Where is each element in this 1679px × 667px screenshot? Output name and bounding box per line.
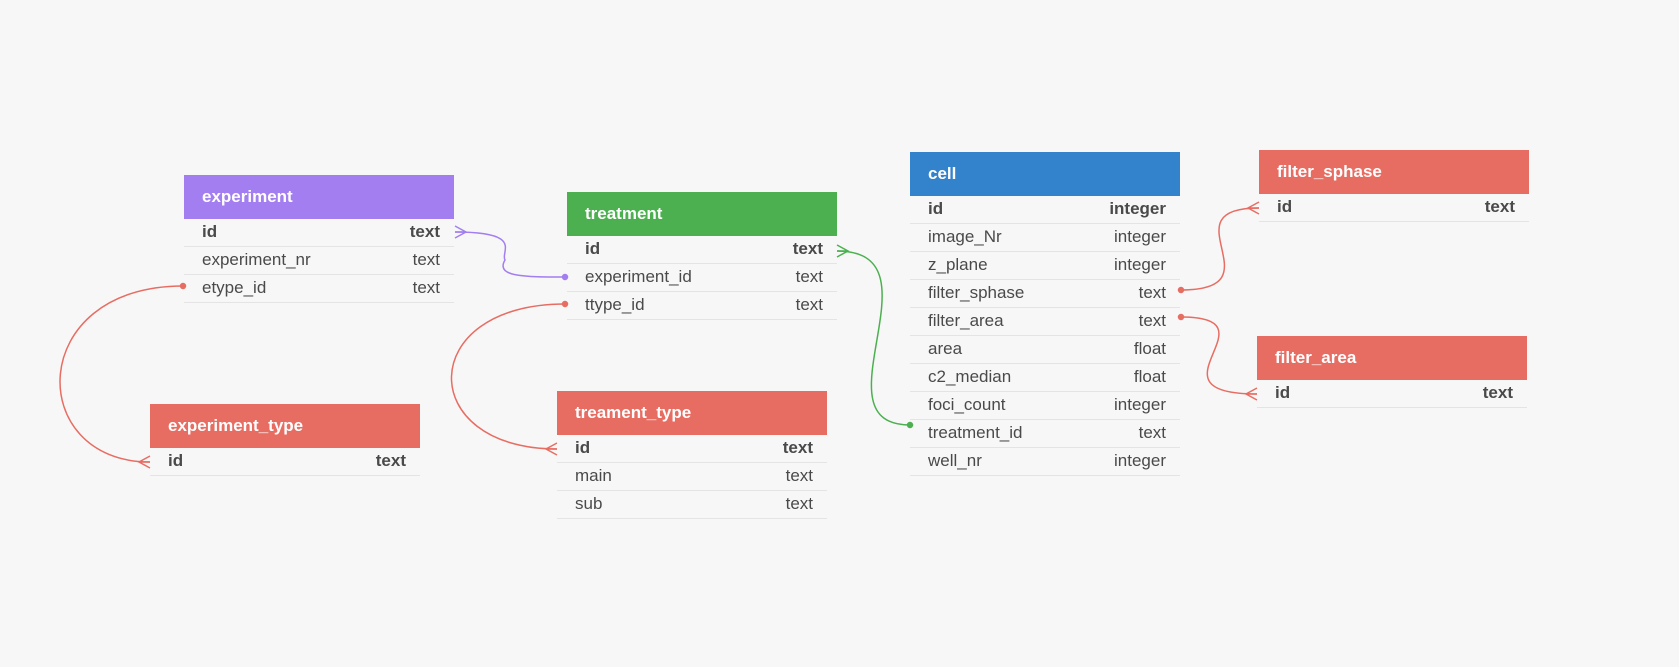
primary-key-row[interactable]: id text [567,236,837,264]
column-name: c2_median [928,367,1012,386]
column-type: integer [1114,451,1166,470]
column-type: integer [1114,395,1166,414]
column-row[interactable]: etype_id text [184,275,454,303]
column-name: experiment_id [585,267,692,286]
primary-key-row[interactable]: id text [1259,194,1529,222]
link-cell-filter-sphase[interactable] [1177,201,1260,294]
column-type: text [792,239,823,258]
column-row[interactable]: well_nr integer [910,448,1180,476]
table-title: experiment_type [150,404,420,448]
column-name: sub [575,494,603,513]
column-row[interactable]: sub text [557,491,827,519]
column-type: text [782,438,813,457]
column-name: etype_id [202,278,267,297]
column-row[interactable]: z_plane integer [910,252,1180,280]
column-row[interactable]: ttype_id text [567,292,837,320]
column-type: text [1138,311,1166,330]
column-type: text [795,267,823,286]
column-name: well_nr [928,451,982,470]
column-type: integer [1114,227,1166,246]
link-treatment-cell[interactable] [836,244,914,429]
column-type: text [795,295,823,314]
link-treatment-treament-type[interactable] [450,300,569,456]
column-name: experiment_nr [202,250,311,269]
table-title: treament_type [557,391,827,435]
column-name: filter_sphase [928,283,1025,302]
column-row[interactable]: image_Nr integer [910,224,1180,252]
column-type: text [1484,197,1515,216]
column-name: image_Nr [928,227,1002,246]
column-name: z_plane [928,255,988,274]
column-type: text [412,278,440,297]
column-type: float [1133,367,1166,386]
table-title: cell [910,152,1180,196]
column-row[interactable]: experiment_nr text [184,247,454,275]
column-type: text [409,222,440,241]
column-name: id [928,199,944,218]
column-row[interactable]: c2_median float [910,364,1180,392]
primary-key-row[interactable]: id text [150,448,420,476]
column-name: id [575,438,591,457]
column-type: text [1138,283,1166,302]
column-type: text [785,494,813,513]
column-name: id [1277,197,1293,216]
column-type: text [1482,383,1513,402]
column-type: text [412,250,440,269]
column-type: float [1133,339,1166,358]
primary-key-row[interactable]: id text [557,435,827,463]
table-title: treatment [567,192,837,236]
table-title: experiment [184,175,454,219]
column-name: main [575,466,612,485]
primary-key-row[interactable]: id text [184,219,454,247]
column-name: filter_area [928,311,1004,330]
column-name: treatment_id [928,423,1023,442]
column-row[interactable]: area float [910,336,1180,364]
link-cell-filter-area[interactable] [1177,313,1258,401]
link-experiment-experiment-type[interactable] [59,282,187,469]
column-row[interactable]: filter_sphase text [910,280,1180,308]
column-type: text [785,466,813,485]
link-experiment-treatment[interactable] [454,225,569,281]
primary-key-row[interactable]: id integer [910,196,1180,224]
table-title: filter_sphase [1259,150,1529,194]
primary-key-row[interactable]: id text [1257,380,1527,408]
column-name: id [168,451,184,470]
column-row[interactable]: experiment_id text [567,264,837,292]
column-type: text [375,451,406,470]
column-name: foci_count [928,395,1006,414]
column-type: integer [1114,255,1166,274]
column-row[interactable]: foci_count integer [910,392,1180,420]
column-name: id [202,222,218,241]
column-name: id [585,239,601,258]
column-name: ttype_id [585,295,645,314]
column-row[interactable]: main text [557,463,827,491]
column-name: id [1275,383,1291,402]
column-name: area [928,339,963,358]
column-type: text [1138,423,1166,442]
column-row[interactable]: filter_area text [910,308,1180,336]
column-row[interactable]: treatment_id text [910,420,1180,448]
column-type: integer [1109,199,1166,218]
table-title: filter_area [1257,336,1527,380]
